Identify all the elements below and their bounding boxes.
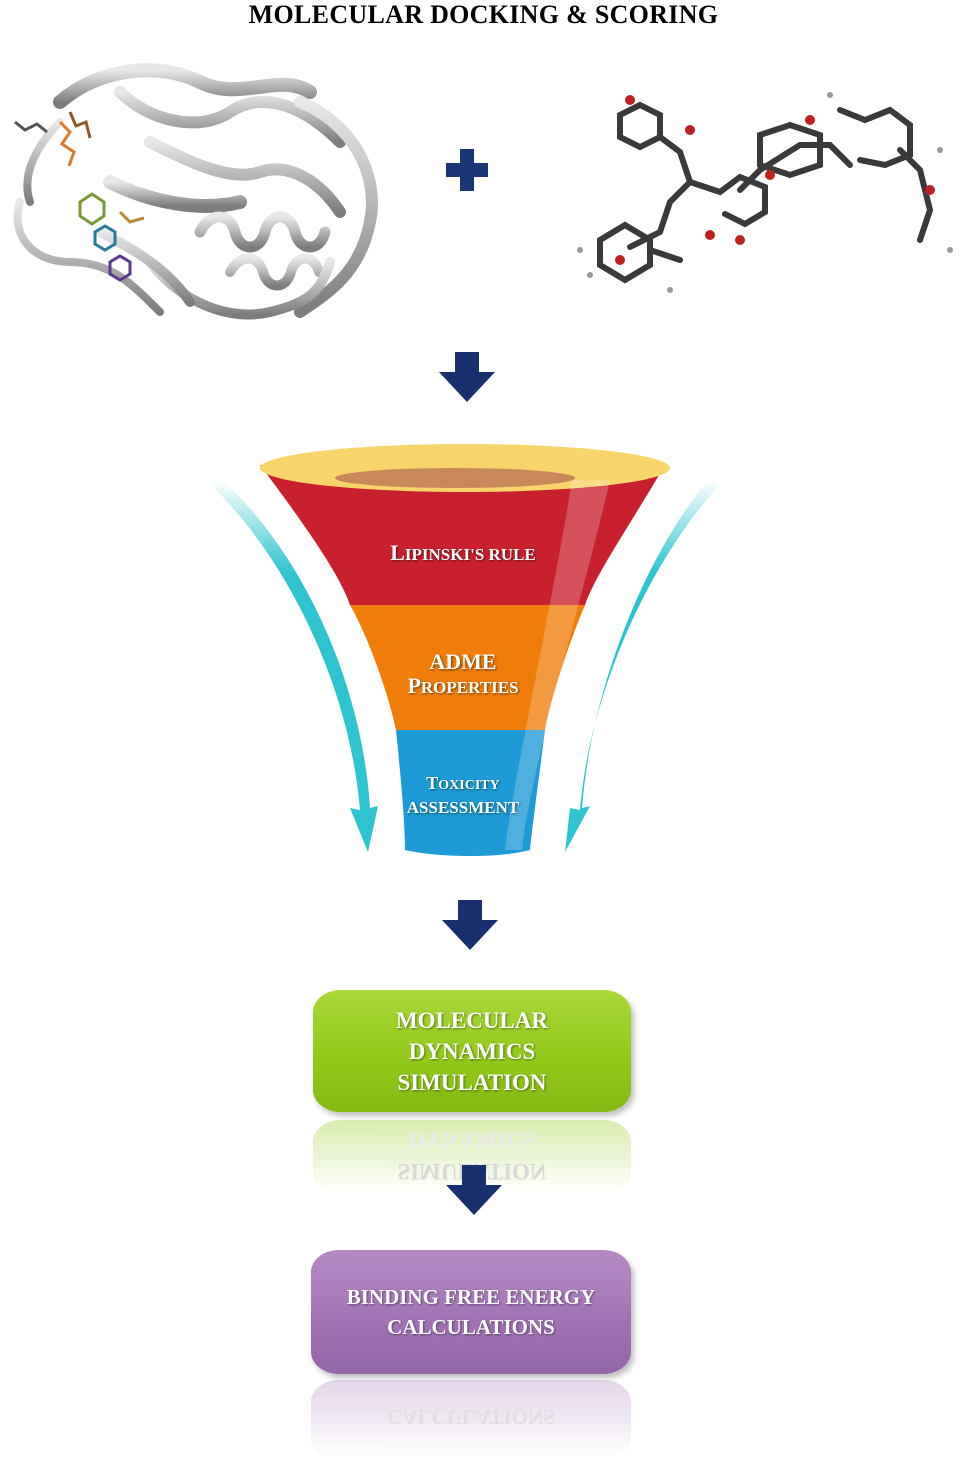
funnel-stage-toxicity: TOXICITY ASSESSMENT (313, 772, 613, 819)
stage3-initial: T (426, 773, 439, 793)
stage1-rest: IPINSKI'S RULE (404, 545, 536, 564)
binding-free-energy-box: BINDING FREE ENERGY CALCULATIONS (311, 1250, 631, 1374)
stage3-line2: ASSESSMENT (406, 798, 520, 817)
funnel-stage-lipinski: LIPINSKI'S RULE (313, 540, 613, 566)
ligand-molecule-illustration (577, 92, 953, 293)
down-arrow-icon (442, 900, 498, 950)
stage2-line1: ADME (429, 649, 497, 674)
plus-icon (446, 149, 488, 191)
bfe-line-1: BINDING FREE ENERGY (346, 1285, 596, 1309)
stage2-initial: P (407, 673, 421, 698)
protein-ribbon-illustration (13, 63, 378, 320)
bfe-box-reflection: CALCULATIONS (311, 1380, 631, 1460)
md-line-1: MOLECULAR (395, 1007, 549, 1033)
bfe-reflect-line-2: CALCULATIONS (387, 1405, 555, 1429)
page-title: MOLECULAR DOCKING & SCORING (248, 0, 719, 29)
stage1-initial: L (390, 540, 405, 565)
md-line-3: SIMULATION (397, 1069, 547, 1095)
screening-funnel (208, 444, 722, 856)
stage2-rest: ROPERTIES (420, 678, 519, 697)
down-arrow-icon (439, 352, 495, 402)
md-reflect-line-2: DYNAMICS (408, 1128, 536, 1153)
stage3-rest: OXICITY (438, 778, 500, 793)
down-arrow-icon (446, 1165, 502, 1215)
bfe-line-2: CALCULATIONS (387, 1315, 555, 1339)
md-line-2: DYNAMICS (408, 1038, 536, 1064)
funnel-stage-adme: ADME PROPERTIES (313, 650, 613, 701)
molecular-dynamics-box: MOLECULAR DYNAMICS SIMULATION (313, 990, 631, 1112)
